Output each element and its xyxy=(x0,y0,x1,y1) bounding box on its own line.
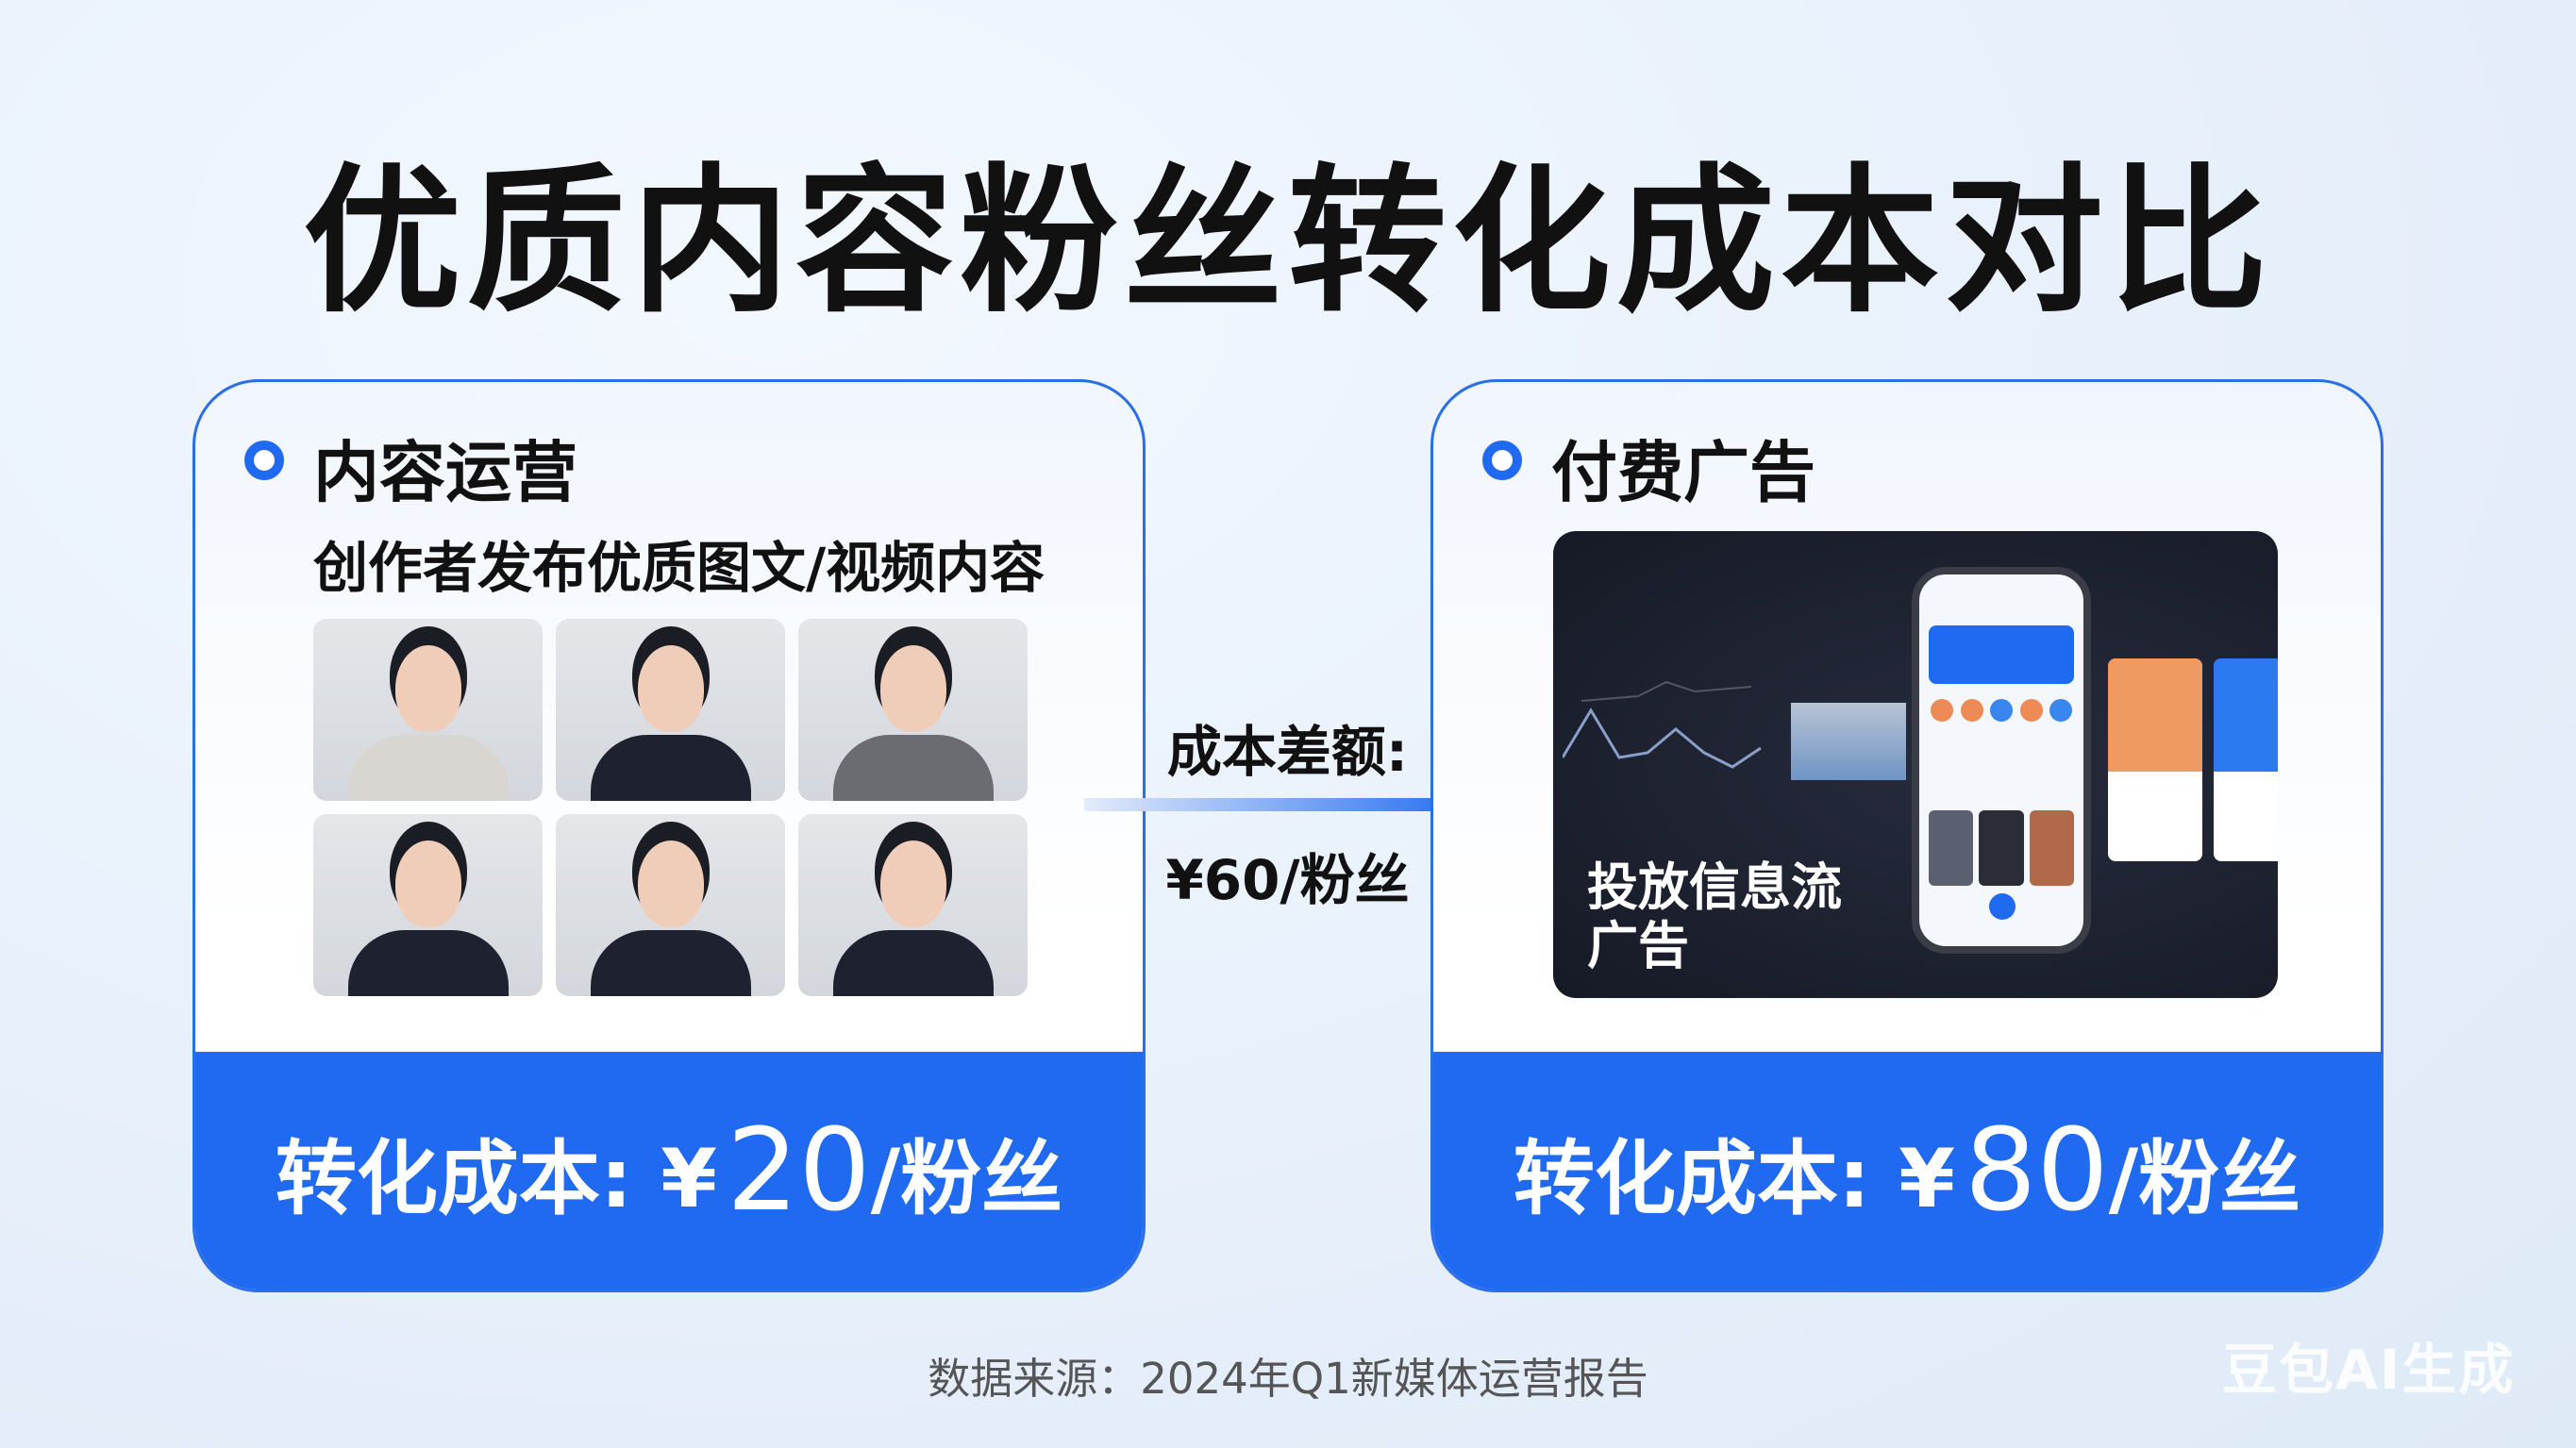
cost-value: 80 xyxy=(1965,1105,2109,1237)
card-heading: 付费广告 xyxy=(1551,434,1815,511)
landscape-thumbnail xyxy=(1791,703,1906,780)
watermark: 豆包AI生成 xyxy=(2222,1338,2516,1402)
cost-unit: /粉丝 xyxy=(870,1131,1063,1226)
feed-ad-image: 投放信息流广告 xyxy=(1553,531,2278,998)
paid-ads-card: 付费广告 投放信息流广告 转化成本: ¥80/粉丝 xyxy=(1430,379,2384,1292)
dashboard-chart-decoration xyxy=(1563,680,1762,769)
card-subtitle: 创作者发布优质图文/视频内容 xyxy=(313,536,1045,600)
creator-photo xyxy=(556,814,785,996)
creator-photo xyxy=(798,814,1028,996)
creator-photo-grid xyxy=(313,619,1028,996)
page-title: 优质内容粉丝转化成本对比 xyxy=(303,149,2273,334)
cost-unit: /粉丝 xyxy=(2108,1131,2301,1226)
data-source: 数据来源：2024年Q1新媒体运营报告 xyxy=(928,1354,1648,1404)
creator-photo xyxy=(313,814,543,996)
conversion-cost-bar: 转化成本: ¥80/粉丝 xyxy=(1433,1052,2381,1290)
creator-photo xyxy=(313,619,543,801)
ad-card-blue xyxy=(2214,658,2278,861)
content-operation-card: 内容运营 创作者发布优质图文/视频内容 转化成本: ¥20/粉丝 xyxy=(192,379,1146,1292)
ad-card-orange xyxy=(2108,658,2202,861)
ad-image-caption: 投放信息流广告 xyxy=(1587,857,1842,975)
arrow-shaft xyxy=(1084,798,1480,811)
cost-difference-label: 成本差额: xyxy=(1166,720,1409,784)
cost-value: 20 xyxy=(727,1105,871,1237)
bullet-circle-icon xyxy=(1482,441,1522,480)
creator-photo xyxy=(556,619,785,801)
cost-difference-value: ¥60/粉丝 xyxy=(1165,848,1410,912)
cost-label: 转化成本: ¥ xyxy=(275,1131,718,1226)
card-heading: 内容运营 xyxy=(313,434,577,511)
cost-label: 转化成本: ¥ xyxy=(1513,1131,1956,1226)
bullet-circle-icon xyxy=(244,441,284,480)
phone-mockup xyxy=(1912,567,2091,954)
conversion-cost-bar: 转化成本: ¥20/粉丝 xyxy=(195,1052,1143,1290)
creator-photo xyxy=(798,619,1028,801)
